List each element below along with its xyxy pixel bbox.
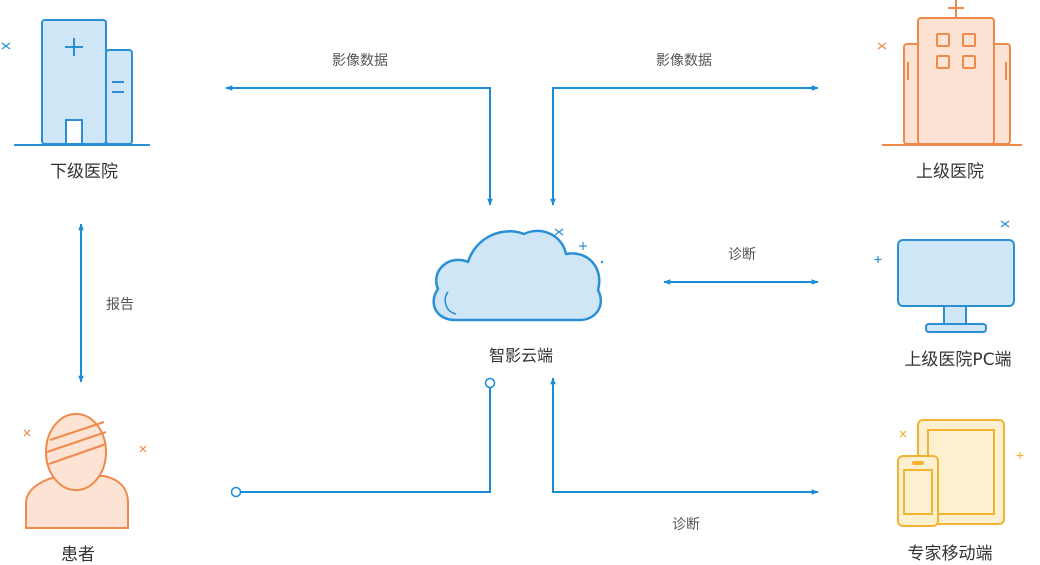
arrow-cloud-to-lower-hospital	[225, 85, 493, 206]
edge-label-diagnosis-mobile: 诊断	[672, 517, 700, 533]
edge-label-report: 报告	[106, 297, 134, 313]
upper-hospital-label: 上级医院	[916, 162, 984, 182]
connector-dot-cloud	[484, 377, 496, 389]
cloud-icon	[432, 228, 604, 322]
upper-hospital-icon	[877, 0, 1022, 146]
edge-label-diagnosis-pc: 诊断	[728, 247, 756, 263]
lower-hospital-label: 下级医院	[50, 162, 118, 182]
patient-label: 患者	[61, 545, 95, 565]
edge-label-image-data-right: 影像数据	[656, 53, 712, 69]
line-patient-to-cloud	[241, 388, 491, 493]
edge-label-image-data-left: 影像数据	[332, 53, 388, 69]
lower-hospital-icon	[1, 19, 150, 146]
cloud-label: 智影云端	[488, 346, 554, 365]
arrow-mobile-diagnosis	[550, 377, 819, 495]
arrow-cloud-to-upper-hospital	[550, 85, 819, 206]
upper-pc-label: 上级医院PC端	[904, 350, 1012, 370]
expert-mobile-label: 专家移动端	[907, 544, 993, 564]
patient-icon	[23, 413, 147, 529]
monitor-icon	[874, 220, 1015, 333]
mobile-devices-icon	[897, 419, 1024, 527]
connector-dot-patient	[230, 486, 242, 498]
